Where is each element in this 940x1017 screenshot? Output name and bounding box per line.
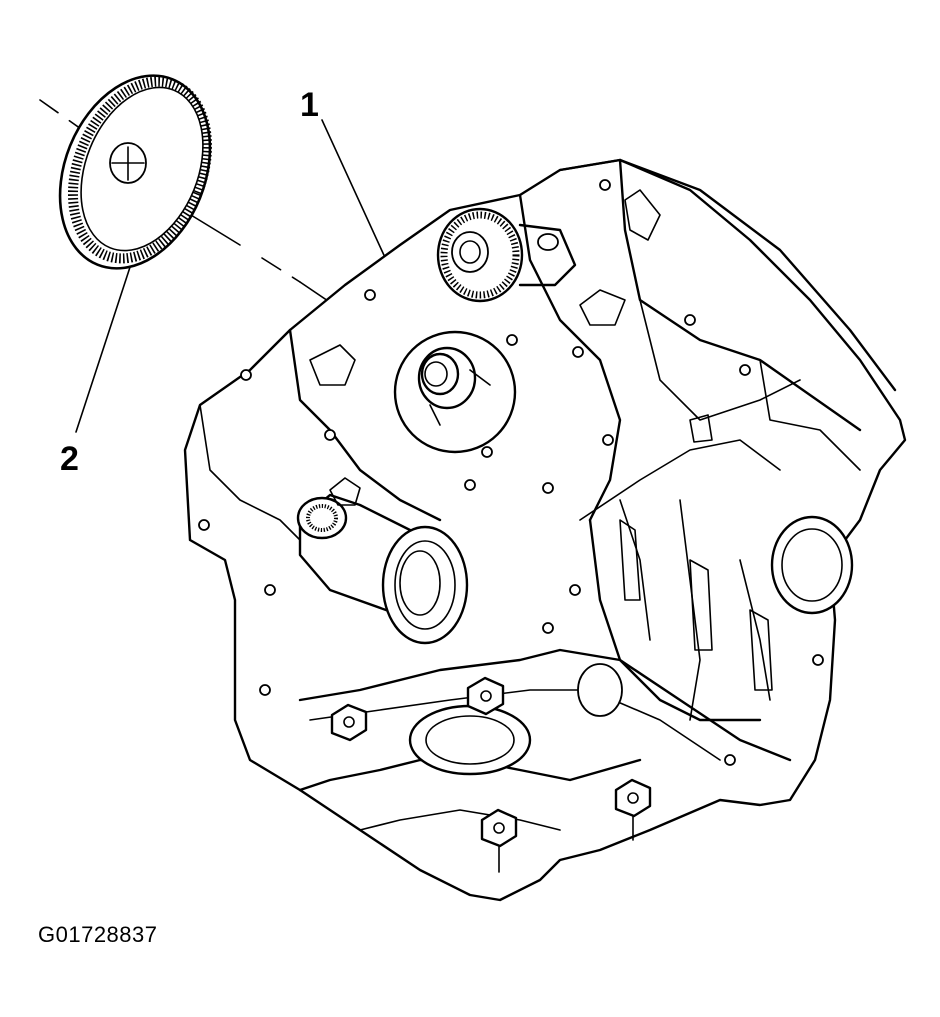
figure-id: G01728837 xyxy=(38,922,158,947)
callout-leader-2 xyxy=(75,257,134,433)
callout-label-2: 2 xyxy=(60,440,79,478)
callout-label-1: 1 xyxy=(300,86,319,124)
engine-block-icon xyxy=(183,158,907,902)
bolt-icon xyxy=(330,676,652,873)
gear-icon xyxy=(58,74,213,270)
bolt-holes xyxy=(198,179,824,766)
